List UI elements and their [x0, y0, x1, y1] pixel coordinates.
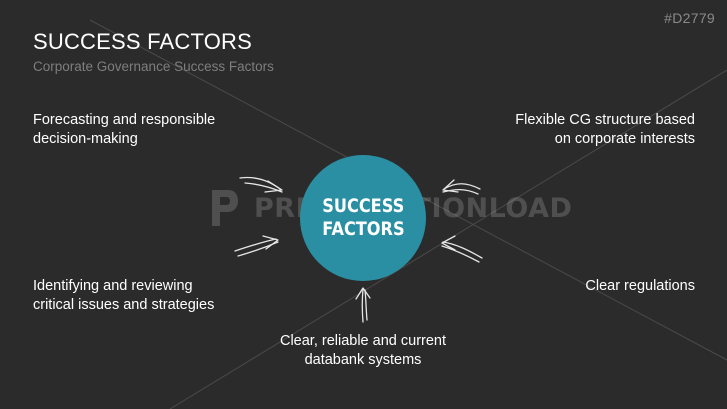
factor-flexible-structure-line1: Flexible CG structure based — [515, 112, 695, 128]
factor-databank-systems-line1: Clear, reliable and current — [279, 333, 447, 349]
factor-forecasting-line1: Forecasting and responsible — [33, 112, 216, 128]
factor-databank-systems-line2: databank systems — [304, 352, 422, 368]
success-factors-hub: SUCCESS FACTORS — [300, 155, 426, 281]
slide-id: #D2779 — [664, 10, 715, 26]
factor-identifying-issues-line2: critical issues and strategies — [33, 297, 215, 313]
factor-clear-regulations: Clear regulations — [455, 277, 695, 296]
presentationload-logo-icon — [212, 190, 238, 226]
factor-databank-systems: Clear, reliable and current databank sys… — [253, 332, 473, 370]
factor-flexible-structure-line2: on corporate interests — [554, 131, 695, 147]
hub-label-line2: FACTORS — [321, 218, 405, 240]
page-subtitle: Corporate Governance Success Factors — [33, 59, 274, 74]
factor-clear-regulations-line1: Clear regulations — [585, 278, 695, 294]
factor-forecasting-line2: decision-making — [33, 131, 138, 147]
factor-identifying-issues: Identifying and reviewing critical issue… — [33, 277, 273, 315]
factor-identifying-issues-line1: Identifying and reviewing — [33, 278, 193, 294]
hub-label-line1: SUCCESS — [321, 195, 405, 217]
page-title: SUCCESS FACTORS — [33, 29, 252, 54]
factor-flexible-structure: Flexible CG structure based on corporate… — [455, 111, 695, 149]
factor-forecasting: Forecasting and responsible decision-mak… — [33, 111, 273, 149]
